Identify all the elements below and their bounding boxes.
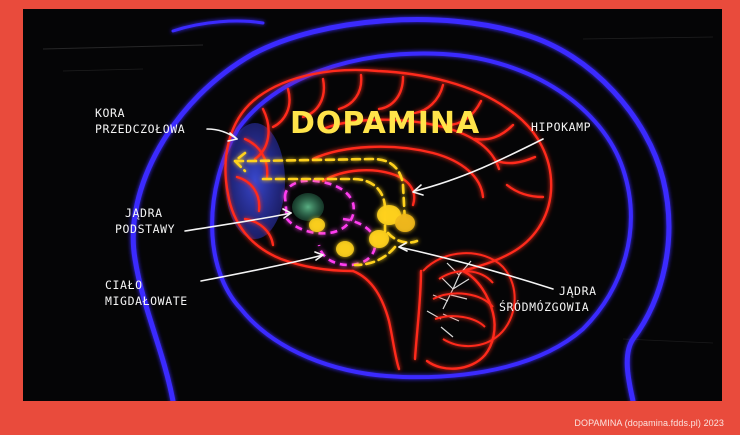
- label-kora-line1: KORA: [95, 106, 125, 120]
- footer-caption: DOPAMINA (dopamina.fdds.pl) 2023: [574, 418, 724, 428]
- brain-illustration: DOPAMINA KORA PRZEDCZOŁOWA HIPOKAMP JĄDR…: [23, 9, 722, 401]
- label-kora-line2: PRZEDCZOŁOWA: [95, 122, 185, 136]
- label-srodmozgowia-line2: ŚRÓDMÓZGOWIA: [499, 299, 589, 314]
- label-cialo-line1: CIAŁO: [105, 278, 143, 292]
- dopamine-nuclei: [309, 205, 415, 257]
- label-srodmozgowia-line1: JĄDRA: [559, 284, 597, 298]
- label-cialo-line2: MIGDAŁOWATE: [105, 294, 188, 308]
- label-jadra-podstawy-line1: JĄDRA: [125, 206, 163, 220]
- label-jadra-podstawy-line2: PODSTAWY: [115, 222, 175, 236]
- illustration-title: DOPAMINA: [290, 106, 480, 141]
- label-hipokamp: HIPOKAMP: [531, 120, 591, 134]
- brain-diagram: DOPAMINA KORA PRZEDCZOŁOWA HIPOKAMP JĄDR…: [23, 9, 722, 401]
- head-outline: [133, 20, 669, 401]
- basal-ganglia-pathway: [285, 181, 375, 265]
- basal-ganglia-region: [292, 193, 324, 221]
